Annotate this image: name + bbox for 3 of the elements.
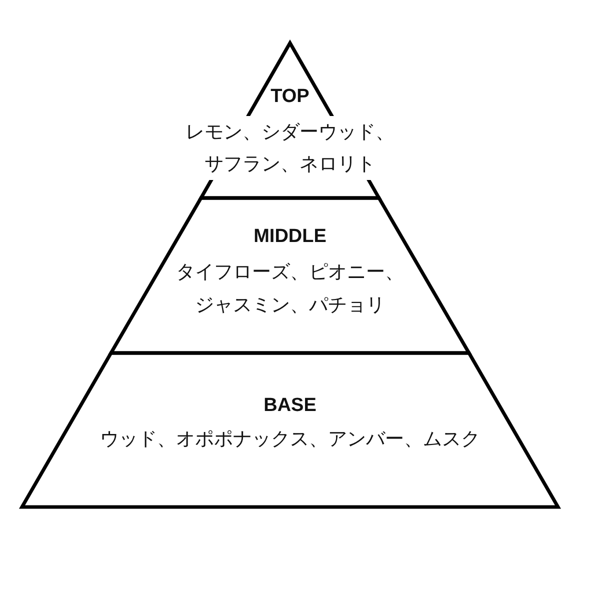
tier-heading: MIDDLE <box>254 225 326 249</box>
tier-heading: TOP <box>270 85 310 109</box>
tier-heading: BASE <box>264 394 316 418</box>
